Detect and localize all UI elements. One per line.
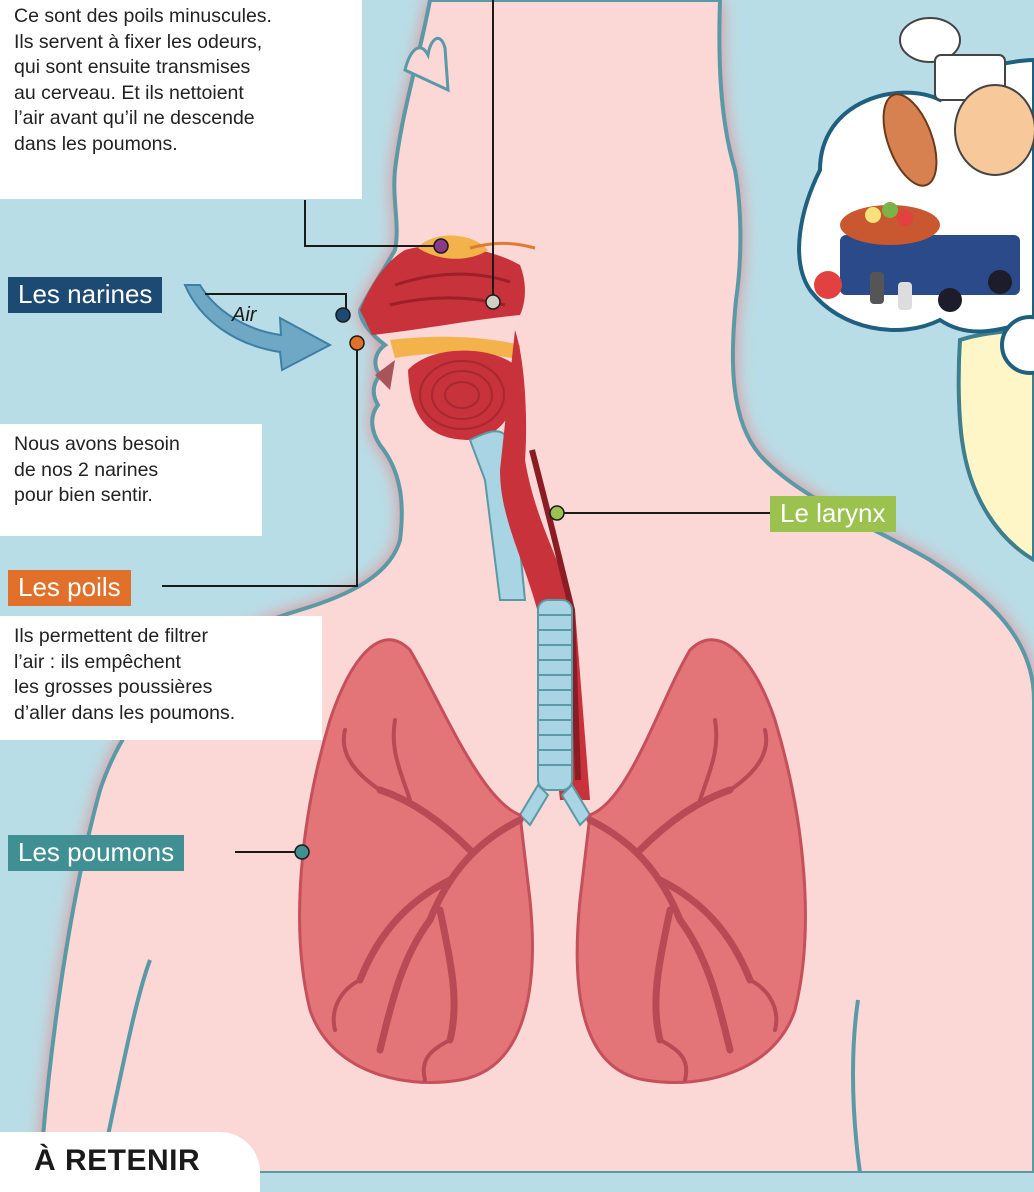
narines-marker <box>336 308 350 322</box>
air-label: Air <box>231 304 258 326</box>
larynx-marker <box>550 506 564 520</box>
poumons-label: Les poumons <box>8 835 184 871</box>
poils-description: Ils permettent de filtrer l’air : ils em… <box>0 616 322 740</box>
narines-description: Nous avons besoin de nos 2 narines pour … <box>0 424 262 536</box>
arrow-air-icon <box>185 285 330 370</box>
larynx-label: Le larynx <box>770 496 896 532</box>
poils-label: Les poils <box>8 570 131 606</box>
poumons-marker <box>295 845 309 859</box>
cils-marker <box>434 239 448 253</box>
cils-description: Ce sont des poils minuscules. Ils serven… <box>0 0 362 199</box>
retenir-panel: À RETENIR <box>0 1132 260 1192</box>
poils-marker <box>350 336 364 350</box>
chef-thought-bubble-icon <box>799 18 1034 560</box>
mucus-marker <box>486 295 500 309</box>
narines-label: Les narines <box>8 277 162 313</box>
